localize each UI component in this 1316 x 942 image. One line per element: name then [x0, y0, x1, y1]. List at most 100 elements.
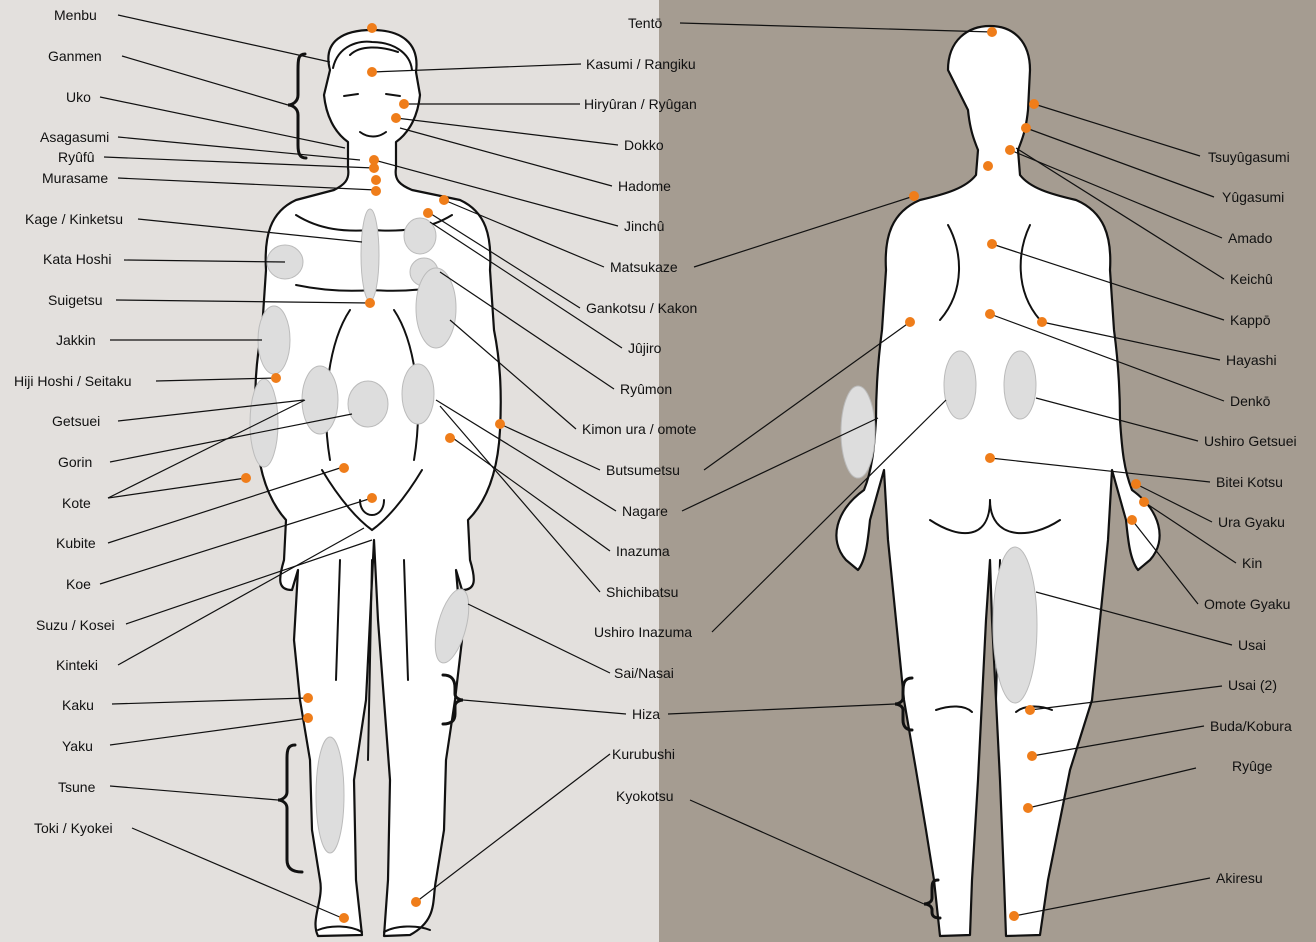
label-ryumon: Ryûmon	[620, 381, 672, 397]
point-ryufu	[369, 163, 379, 173]
label-gankotsu: Gankotsu / Kakon	[586, 300, 697, 316]
region-back-right	[1004, 351, 1036, 419]
leader-tento	[680, 23, 992, 32]
region-upper-arm	[258, 306, 290, 374]
point-kote	[241, 473, 251, 483]
label-ura-gyaku: Ura Gyaku	[1218, 514, 1285, 530]
leader-hiza	[463, 700, 626, 714]
label-denko: Denkō	[1230, 393, 1271, 409]
label-usai: Usai	[1238, 637, 1266, 653]
label-nagare: Nagare	[622, 503, 668, 519]
point-murasame	[371, 175, 381, 185]
label-ganmen: Ganmen	[48, 48, 102, 64]
region-forearm	[250, 379, 278, 467]
leader-kyokotsu	[690, 800, 924, 904]
point-kin	[1139, 497, 1149, 507]
label-yugasumi: Yûgasumi	[1222, 189, 1284, 205]
point-koe	[367, 493, 377, 503]
point-amado	[1005, 145, 1015, 155]
label-usai2: Usai (2)	[1228, 677, 1277, 693]
point-keichu	[983, 161, 993, 171]
label-gorin: Gorin	[58, 454, 92, 470]
label-ryuge: Ryûge	[1232, 758, 1273, 774]
label-inazuma: Inazuma	[616, 543, 670, 559]
leader-tsune	[110, 786, 278, 800]
label-kin: Kin	[1242, 555, 1262, 571]
point-nagare	[445, 433, 455, 443]
label-keichu: Keichû	[1230, 271, 1273, 287]
label-suigetsu: Suigetsu	[48, 292, 102, 308]
leader-tsuyugasumi	[1034, 104, 1200, 156]
point-toki	[339, 913, 349, 923]
point-hiji-hoshi	[271, 373, 281, 383]
label-ushiro-getsuei: Ushiro Getsuei	[1204, 433, 1297, 449]
label-sai: Sai/Nasai	[614, 665, 674, 681]
label-hiza: Hiza	[632, 706, 660, 722]
label-asagasumi: Asagasumi	[40, 129, 109, 145]
labels-right-column: Tsuyûgasumi Yûgasumi Amado Keichû Kappō …	[1204, 149, 1297, 886]
label-hiji-hoshi: Hiji Hoshi / Seitaku	[14, 373, 132, 389]
label-toki: Toki / Kyokei	[34, 820, 113, 836]
back-figure	[836, 26, 1159, 936]
region-back-forearm	[841, 386, 875, 478]
leader-hiza-back	[668, 704, 895, 714]
point-butsumetsu-back	[905, 317, 915, 327]
point-kubite	[339, 463, 349, 473]
label-uko: Uko	[66, 89, 91, 105]
leader-hadome	[400, 128, 612, 186]
label-dokko: Dokko	[624, 137, 664, 153]
label-hayashi: Hayashi	[1226, 352, 1277, 368]
leader-yaku	[110, 718, 308, 745]
label-jinchu: Jinchû	[624, 218, 664, 234]
leader-kaku	[112, 698, 308, 704]
point-dokko	[391, 113, 401, 123]
point-tsuyugasumi	[1029, 99, 1039, 109]
leader-ryufu	[104, 157, 374, 168]
brace-tsune	[278, 745, 302, 872]
label-akiresu: Akiresu	[1216, 870, 1263, 886]
leader-kata-hoshi	[124, 260, 285, 262]
label-menbu: Menbu	[54, 7, 97, 23]
label-kasumi: Kasumi / Rangiku	[586, 56, 696, 72]
point-suigetsu	[365, 298, 375, 308]
label-tento: Tentō	[628, 15, 662, 31]
label-kurubushi: Kurubushi	[612, 746, 675, 762]
label-suzu: Suzu / Kosei	[36, 617, 115, 633]
region-belly-left	[302, 366, 338, 434]
point-gankotsu	[423, 208, 433, 218]
label-kata-hoshi: Kata Hoshi	[43, 251, 111, 267]
point-hayashi	[1037, 317, 1047, 327]
point-akiresu	[1009, 911, 1019, 921]
leader-murasame	[118, 178, 376, 190]
leader-dokko	[396, 118, 618, 145]
leader-sai	[468, 604, 610, 673]
labels-middle-column: Tentō Kasumi / Rangiku Hiryûran / Ryûgan…	[582, 15, 697, 804]
leader-menbu	[118, 15, 330, 62]
point-yugasumi	[1021, 123, 1031, 133]
point-tento-back	[987, 27, 997, 37]
point-omote-gyaku	[1127, 515, 1137, 525]
point-denko	[985, 309, 995, 319]
brace-ganmen	[288, 54, 306, 158]
label-hiryuran: Hiryûran / Ryûgan	[584, 96, 697, 112]
region-shin	[316, 737, 344, 853]
label-ushiro-inazuma: Ushiro Inazuma	[594, 624, 692, 640]
point-kasumi	[367, 67, 377, 77]
label-hadome: Hadome	[618, 178, 671, 194]
label-buda: Buda/Kobura	[1210, 718, 1292, 734]
label-kote: Kote	[62, 495, 91, 511]
label-matsukaze: Matsukaze	[610, 259, 678, 275]
label-kinteki: Kinteki	[56, 657, 98, 673]
label-tsune: Tsune	[58, 779, 96, 795]
region-navel	[348, 381, 388, 427]
point-kaku	[303, 693, 313, 703]
point-hiryuran	[399, 99, 409, 109]
label-ryufu: Ryûfû	[58, 149, 95, 165]
point-kappo	[987, 239, 997, 249]
point-tento-front	[367, 23, 377, 33]
label-kaku: Kaku	[62, 697, 94, 713]
point-usai2	[1025, 705, 1035, 715]
point-matsukaze	[439, 195, 449, 205]
label-shichibatsu: Shichibatsu	[606, 584, 678, 600]
